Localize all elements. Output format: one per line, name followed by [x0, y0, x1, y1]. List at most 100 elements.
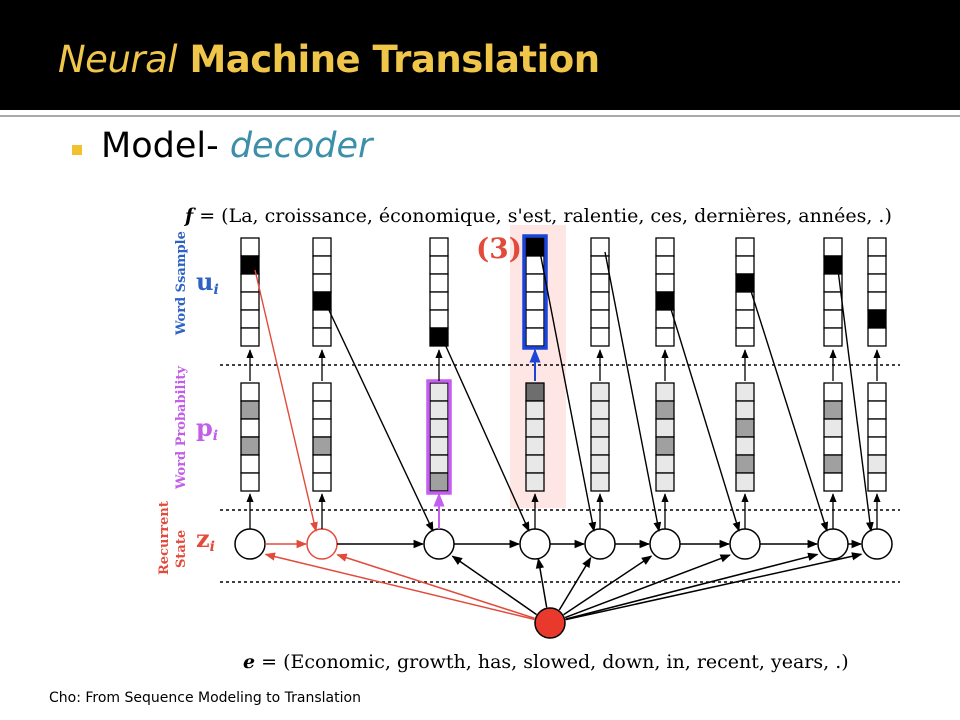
probability-cell: [867, 436, 887, 456]
sample-feedback-arrow: [254, 269, 318, 532]
sample-cell: [240, 327, 260, 347]
probability-cell: [525, 400, 545, 420]
sample-cell: [312, 309, 332, 329]
sample-symbol: ui: [196, 267, 219, 298]
state-node: [584, 528, 616, 560]
sample-cell: [867, 291, 887, 311]
probability-cell: [735, 472, 755, 492]
probability-cell: [525, 436, 545, 456]
probability-cell: [590, 418, 610, 438]
probability-cell: [590, 472, 610, 492]
bullet-item: Model- decoder: [101, 126, 372, 166]
context-arrow: [564, 554, 731, 619]
probability-cell: [312, 436, 332, 456]
e-sentence: e = (Economic, growth, has, slowed, down…: [243, 651, 849, 673]
probability-cell: [429, 454, 449, 474]
sample-cell: [823, 327, 843, 347]
sample-cell: [525, 291, 545, 311]
sample-cell: [312, 273, 332, 293]
probability-cell: [735, 436, 755, 456]
sample-feedback-arrow: [837, 269, 874, 532]
sample-cell: [655, 327, 675, 347]
sample-cell: [735, 255, 755, 275]
sample-cell: [429, 309, 449, 329]
probability-cell: [240, 472, 260, 492]
sample-cell: [735, 327, 755, 347]
sample-cell: [590, 237, 610, 257]
context-arrow: [565, 552, 863, 621]
sample-cell: [655, 255, 675, 275]
sample-cell: [590, 309, 610, 329]
title-bar: [0, 0, 960, 110]
state-node: [861, 528, 893, 560]
sample-feedback-arrow: [326, 305, 434, 532]
sample-cell: [240, 309, 260, 329]
sample-feedback-arrow: [443, 341, 530, 532]
probability-cell: [823, 418, 843, 438]
probability-cell: [867, 454, 887, 474]
probability-cell: [312, 400, 332, 420]
state-node: [817, 528, 849, 560]
probability-cell: [312, 418, 332, 438]
bullet-square-icon: [72, 145, 82, 155]
probability-cell: [655, 436, 675, 456]
probability-cell: [312, 382, 332, 402]
sample-row-label: Word Ssample: [174, 231, 189, 336]
bullet-plain-text: Model-: [101, 126, 230, 166]
probability-cell: [312, 472, 332, 492]
probability-cell: [240, 454, 260, 474]
probability-cell: [590, 454, 610, 474]
sample-cell: [655, 273, 675, 293]
decoder-edges: [246, 251, 881, 621]
probability-cell: [823, 472, 843, 492]
sample-feedback-arrow: [749, 287, 829, 532]
context-arrow: [565, 552, 819, 620]
slide-title: Neural Machine Translation: [58, 38, 600, 81]
probability-cell: [655, 472, 675, 492]
probability-cell: [655, 382, 675, 402]
sample-cell: [429, 237, 449, 257]
sample-cell: [525, 309, 545, 329]
probability-cell: [823, 454, 843, 474]
state-row-label-2: State: [174, 530, 189, 568]
probability-cell: [240, 382, 260, 402]
context-arrow: [535, 557, 548, 608]
probability-cell: [867, 472, 887, 492]
state-node: [423, 528, 455, 560]
probability-cell: [867, 400, 887, 420]
sample-cell: [312, 327, 332, 347]
probability-cell: [525, 472, 545, 492]
sample-feedback-arrow: [604, 251, 662, 532]
probability-cell: [429, 418, 449, 438]
probability-cell: [240, 436, 260, 456]
state-node: [306, 528, 338, 560]
probability-cell: [312, 454, 332, 474]
sample-cell: [735, 237, 755, 257]
probability-cell: [240, 418, 260, 438]
probability-cell: [525, 418, 545, 438]
sample-cell: [429, 273, 449, 293]
probability-cell: [590, 400, 610, 420]
probability-cell: [655, 418, 675, 438]
probability-cell: [525, 454, 545, 474]
sample-cell: [312, 255, 332, 275]
sample-cell: [823, 291, 843, 311]
probability-cell: [525, 382, 545, 402]
sample-cell: [655, 291, 675, 311]
sample-cell: [525, 273, 545, 293]
selected-sample-box: [522, 234, 548, 350]
state-node: [729, 528, 761, 560]
probability-cell: [590, 382, 610, 402]
context-arrow: [451, 555, 537, 616]
state-row-label-1: Recurrent: [157, 501, 172, 575]
probability-cell: [735, 418, 755, 438]
sample-cell: [525, 237, 545, 257]
f-sentence: f = (La, croissance, économique, s'est, …: [183, 205, 892, 227]
probability-row-label: Word Probability: [174, 366, 189, 490]
sample-cell: [429, 291, 449, 311]
title-italic: Neural: [58, 38, 178, 81]
probability-cell: [590, 436, 610, 456]
sample-cell: [823, 309, 843, 329]
probability-cell: [735, 454, 755, 474]
